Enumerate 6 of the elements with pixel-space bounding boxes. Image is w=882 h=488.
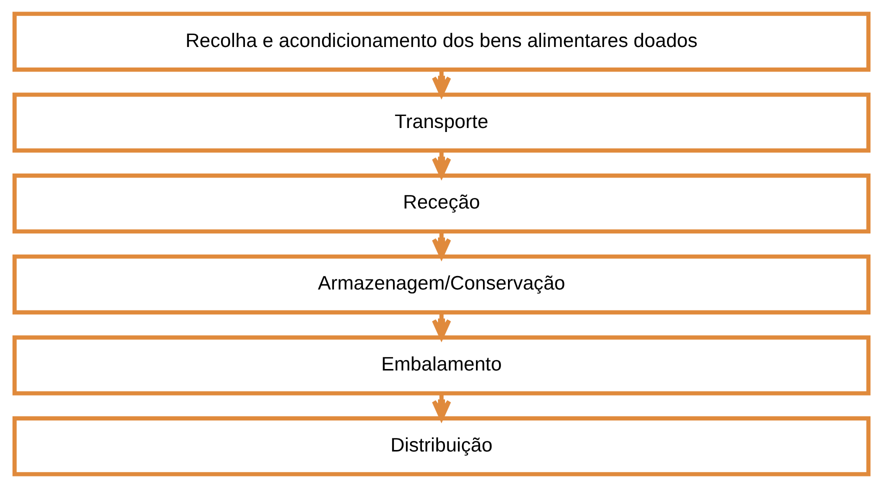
node-box: Distribuição bbox=[12, 416, 870, 476]
node-box: Embalamento bbox=[12, 335, 870, 396]
node-box: Receção bbox=[12, 174, 870, 234]
node-box: Transporte bbox=[12, 92, 870, 153]
node-box: Armazenagem/Conservação bbox=[12, 254, 870, 314]
node-box: Recolha e acondicionamento dos bens alimentares doados bbox=[12, 12, 870, 72]
